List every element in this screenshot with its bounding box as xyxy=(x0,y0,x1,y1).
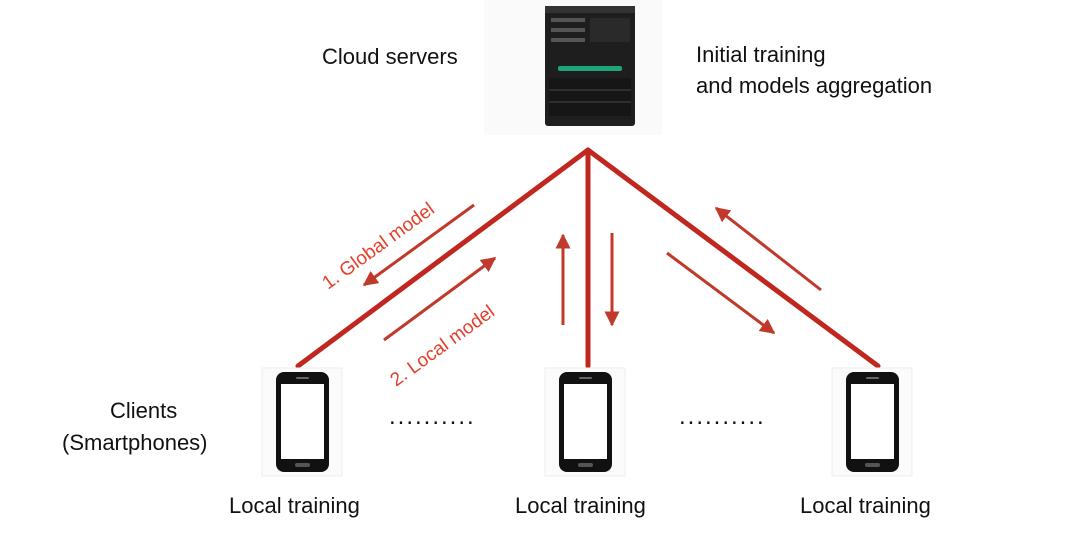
global-model-label: 1. Global model xyxy=(319,199,439,294)
flow-arrows xyxy=(362,203,822,342)
local-training-label-3: Local training xyxy=(800,493,931,518)
link-left xyxy=(295,147,591,369)
local-training-label-2: Local training xyxy=(515,493,646,518)
server-role-line2: and models aggregation xyxy=(696,73,932,98)
smartphone-icon xyxy=(559,372,612,472)
client-phone-1 xyxy=(261,367,343,477)
arrow-local-right xyxy=(714,206,822,292)
smartphone-icon xyxy=(846,372,899,472)
server-role-line1: Initial training xyxy=(696,42,826,67)
arrow-global-right xyxy=(666,251,776,335)
arrow-local-left xyxy=(383,256,497,342)
ellipsis-right: .......... xyxy=(679,403,766,430)
client-phone-2 xyxy=(544,367,626,477)
local-model-label: 2. Local model xyxy=(387,301,499,391)
clients-label-line2: (Smartphones) xyxy=(62,430,208,455)
client-phone-3 xyxy=(831,367,913,477)
connection-lines xyxy=(295,147,881,369)
server-label: Cloud servers xyxy=(322,44,458,69)
link-right xyxy=(585,147,881,369)
server-icon xyxy=(484,0,662,135)
smartphone-icon xyxy=(276,372,329,472)
ellipsis-left: .......... xyxy=(389,403,476,430)
clients-label-line1: Clients xyxy=(110,398,177,423)
local-training-label-1: Local training xyxy=(229,493,360,518)
arrow-global-left xyxy=(362,203,475,287)
